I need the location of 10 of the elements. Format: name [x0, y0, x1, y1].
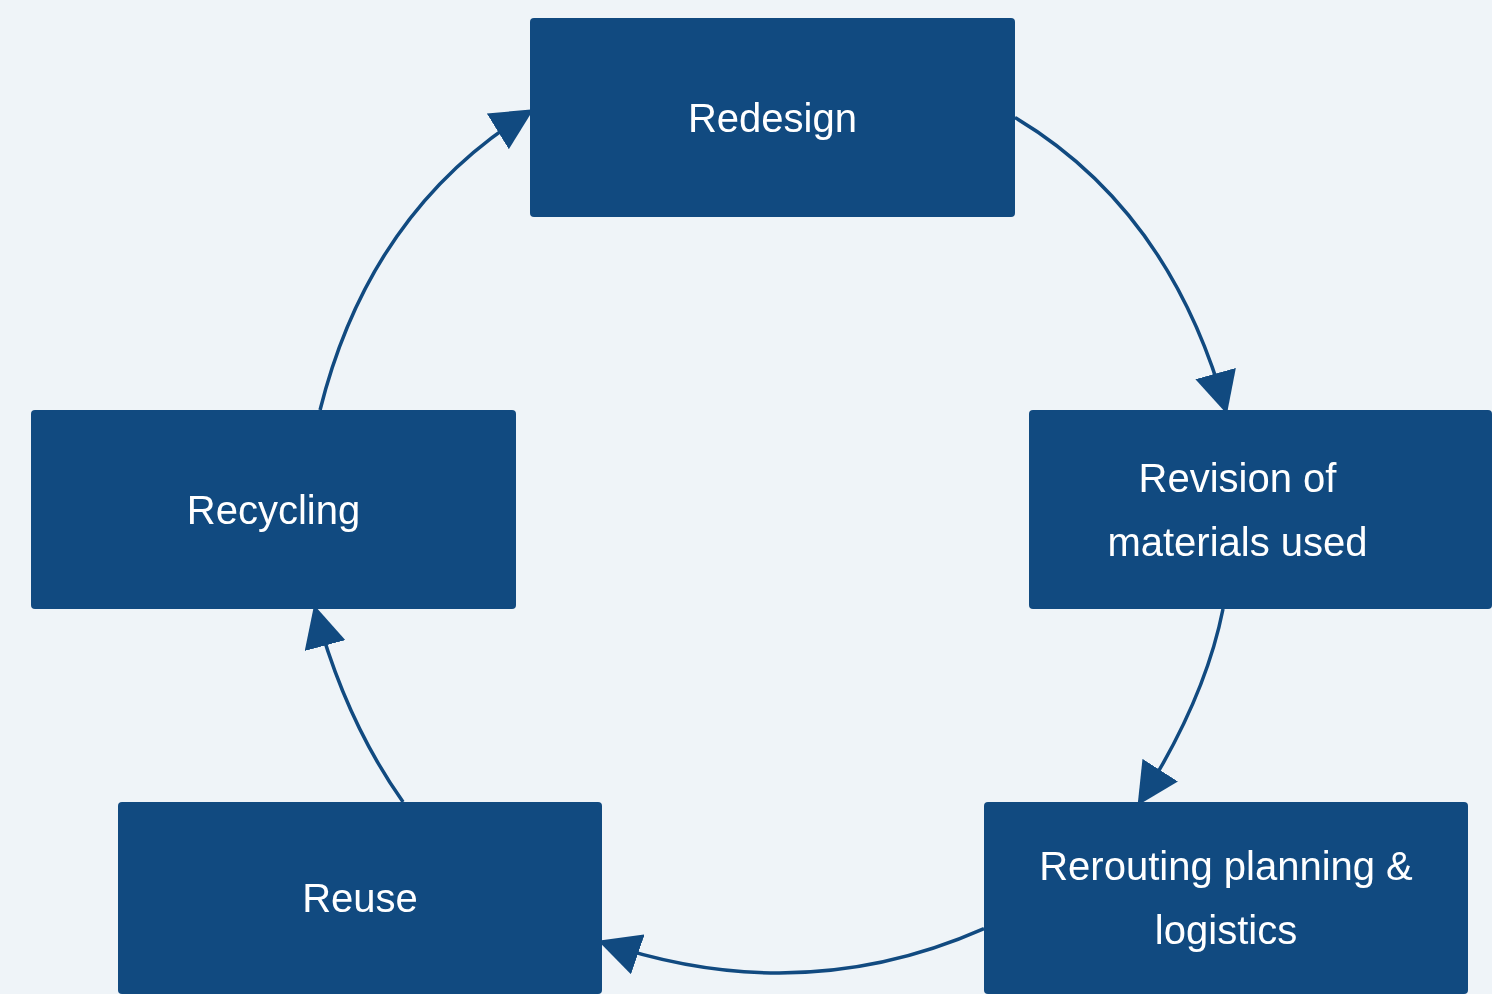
process-box: [118, 802, 602, 994]
box-label: Reuse: [302, 875, 418, 922]
box-label: Redesign: [688, 94, 857, 142]
box-label: Recycling: [186, 486, 361, 534]
process-box: [31, 410, 516, 609]
box-label: Rerouting planning & logistics: [1038, 843, 1414, 954]
process-box: [530, 18, 1015, 217]
process-box: [1029, 410, 1492, 609]
process-box: [984, 802, 1468, 994]
box-label: Revision of materials used: [1106, 454, 1369, 566]
